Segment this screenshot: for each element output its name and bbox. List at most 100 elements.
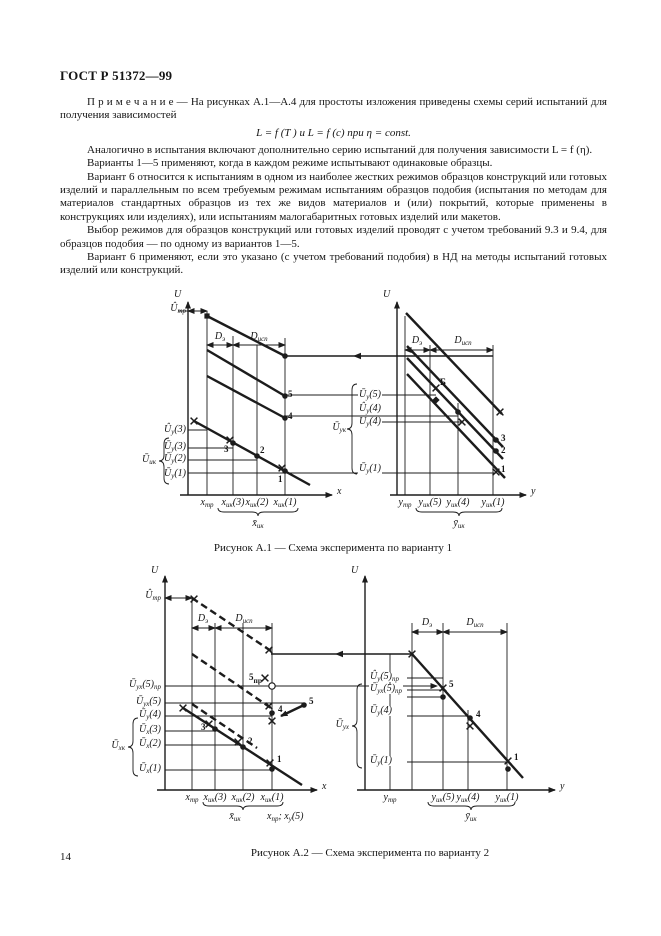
fig1-right-tick-1: yтр (398, 497, 412, 509)
fig1-left-grid (178, 310, 286, 495)
fig2-right-braces (351, 683, 516, 811)
fig1-left-braces (158, 437, 299, 517)
fig2-point-1: 1 (277, 754, 282, 764)
fig2-right-tick-3: yик(4) (456, 792, 480, 804)
fig1-mid-brace-label: Ūук (332, 422, 346, 434)
document-header: ГОСТ Р 51372—99 (60, 68, 173, 83)
fig2-right-tick-1: yтр (383, 792, 397, 804)
fig1-point-3: 3 (224, 444, 229, 454)
fig2-left-ylabel-4: Ūх(3) (138, 724, 161, 736)
fig1-left-axis-x-label: x (337, 486, 342, 497)
fig2-point-5: 5 (309, 696, 314, 706)
fig2-left-axes (157, 575, 318, 793)
fig2-mid-brace-label: Ūух (335, 719, 349, 731)
fig2-right-point-4: 4 (476, 709, 481, 719)
fig2-left-axis-x-label: x (322, 781, 327, 792)
fig2-right-level-lines (407, 677, 508, 763)
fig2-point-4: 4 (278, 704, 283, 714)
fig2-left-tick-2: xик(3) (203, 792, 227, 804)
fig1-left-tick-3: xик(2) (245, 497, 269, 509)
fig1-right-ybrace-label: ȳик (453, 518, 465, 530)
figure-a2-drawing (127, 575, 556, 811)
fig1-left-ylabel-3: Ūу(2) (163, 453, 186, 465)
fig2-left-level-lines (165, 702, 304, 771)
fig2-mid-top-label: Ûу(5)пр (369, 671, 401, 683)
fig1-left-regime-lines (193, 314, 311, 487)
fig2-left-d-e-label: Dэ (197, 613, 209, 625)
fig1-right-tick-4: yик(1) (481, 497, 505, 509)
formula-line: L = f (T ) и L = f (c) при η = const. (256, 126, 411, 139)
fig2-right-d-isp-label: Dисп (466, 617, 484, 629)
fig2-left-tick-3: xик(2) (231, 792, 255, 804)
fig1-left-ylabel-4: Ūу(1) (163, 468, 186, 480)
fig1-right-point-1: 1 (501, 464, 506, 474)
fig2-left-tick-4: xик(1) (260, 792, 284, 804)
fig2-left-tick-1: xтр (185, 792, 199, 804)
fig2-left-ylabel-1: Ūух(5)пр (128, 679, 161, 691)
fig1-connector-lines (188, 352, 496, 474)
fig1-left-dimension-arrows (187, 308, 286, 348)
fig2-left-regime-lines (182, 597, 305, 787)
fig1-left-level-lines (188, 429, 257, 461)
fig1-right-d-e-label: Dэ (411, 335, 423, 347)
text-block: ГОСТ Р 51372—99 П р и м е ч а н и е — На… (60, 68, 607, 278)
fig1-mid-label-4: Ūу(1) (358, 463, 383, 475)
fig2-right-grid (389, 623, 508, 790)
fig2-point-5pr: 5пр (249, 672, 262, 685)
fig1-point-b: Б (440, 377, 446, 387)
figure-a1-drawing (158, 301, 527, 517)
paragraph-5: Вариант 6 применяют, если это указано (с… (60, 251, 607, 277)
fig2-left-axis-u-label: U (151, 565, 159, 576)
fig1-point-1: 1 (278, 474, 283, 484)
fig1-left-d-e-label: Dэ (214, 331, 226, 343)
paragraph-4: Выбор режимов для образцов конструкций и… (60, 224, 607, 250)
fig2-point-3: 3 (201, 722, 206, 732)
figure-a2: U x Ûтр Dэ Dисп Ūух(5)пр Ūух(5) Ūу(4) Ūх… (95, 566, 565, 826)
fig2-left-braces (127, 717, 284, 811)
fig2-right-d-e-label: Dэ (421, 617, 433, 629)
fig2-left-xextra-label: xпр; xу(5) (267, 811, 304, 823)
fig2-left-xbrace-label: x̄ик (229, 811, 241, 823)
fig1-left-d-isp-label: Dисп (250, 331, 268, 343)
fig1-mid-brace (346, 383, 358, 475)
fig2-left-ylabel-5: Ūх(2) (138, 738, 161, 750)
fig2-right-point-1: 1 (514, 752, 519, 762)
fig1-left-tick-4: xик(1) (273, 497, 297, 509)
fig2-right-tick-2: yик(5) (431, 792, 455, 804)
fig1-right-brace (415, 507, 503, 517)
fig1-mid-label-1: Ūу(5) (358, 389, 383, 401)
fig2-right-axis-y-label: y (560, 781, 565, 792)
fig1-right-axis-y-label: y (531, 486, 536, 497)
paragraph-2: Варианты 1—5 применяют, когда в каждом р… (87, 157, 493, 170)
paragraph-1: Аналогично в испытания включают дополнит… (87, 143, 593, 156)
fig2-left-ylabel-2: Ūух(5) (135, 696, 161, 708)
fig2-mid-label-2: Ūу(4) (369, 705, 394, 717)
fig1-u-tr-label: Ûтр (170, 303, 186, 315)
fig1-left-tick-1: xтр (200, 497, 214, 509)
figure-a1: U x Ûтр Dэ Dисп Ûу(3) Ūу(3) Ūу(2) Ūу(1) … (130, 288, 550, 536)
fig1-left-axis-u-label: U (174, 289, 182, 300)
fig2-mid-label-1: Ūух(5)пр (369, 683, 404, 695)
page-number: 14 (60, 851, 71, 863)
fig2-left-brace-label: Ūхк (111, 740, 125, 752)
fig2-u-tr-label: Ûтр (145, 590, 161, 602)
fig1-left-xbrace-label: x̄ик (252, 518, 264, 530)
fig1-point-2: 2 (260, 445, 265, 455)
fig2-right-point-5: 5 (449, 679, 454, 689)
fig1-left-axes (180, 301, 333, 498)
paragraph-note: П р и м е ч а н и е — На рисунках А.1—А.… (60, 96, 607, 122)
fig2-left-dimension-arrows (164, 595, 273, 631)
figure-a2-caption: Рисунок А.2 — Схема эксперимента по вари… (250, 847, 490, 859)
fig2-right-tick-4: yик(1) (495, 792, 519, 804)
fig1-point-4: 4 (288, 411, 293, 421)
figure-a1-caption: Рисунок А.1 — Схема эксперимента по вари… (213, 542, 453, 554)
fig2-left-ylabel-6: Ūх(1) (138, 763, 161, 775)
fig1-right-regime-lines (405, 312, 506, 479)
fig1-mid-label-3: Ūу(4) (358, 416, 383, 428)
fig1-right-axis-u-label: U (383, 289, 391, 300)
fig2-left-d-isp-label: Dисп (235, 613, 253, 625)
fig1-right-tick-2: yик(5) (418, 497, 442, 509)
fig1-mid-label-2: Ûу(4) (358, 403, 383, 415)
fig1-right-d-isp-label: Dисп (454, 335, 472, 347)
fig2-mid-label-3: Ūу(1) (369, 755, 394, 767)
